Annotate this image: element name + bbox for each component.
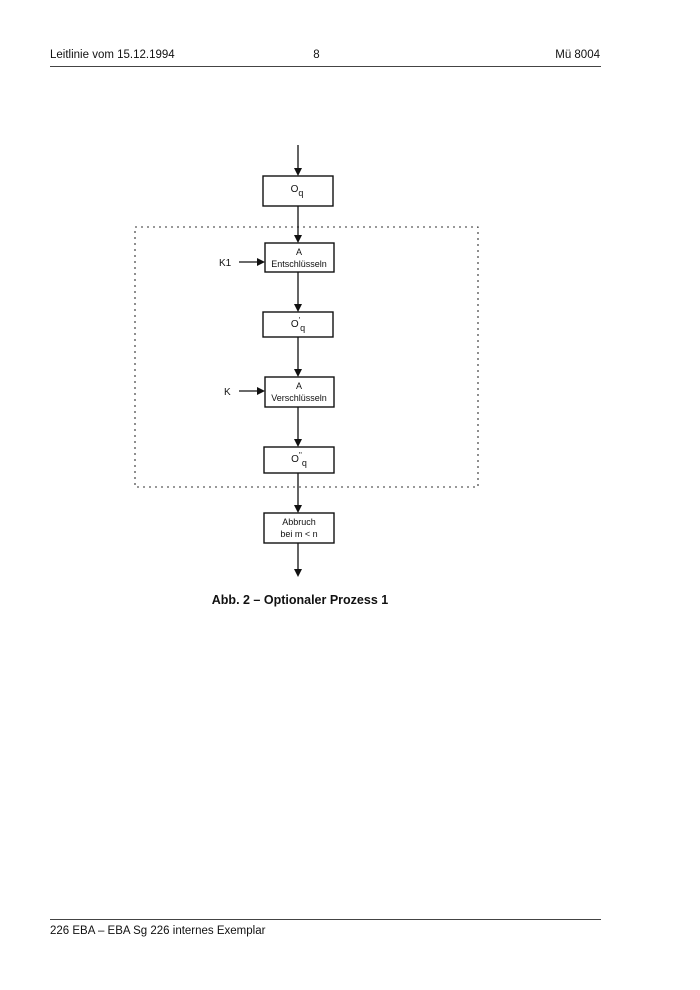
box-abort-line2: bei m < n <box>280 529 317 539</box>
box-decrypt <box>264 242 335 273</box>
box-oq-double-prime <box>263 446 335 474</box>
box-oq-prime <box>262 311 334 338</box>
entry-arrowhead <box>294 168 302 176</box>
input-arrowhead-k <box>257 387 265 395</box>
input-label-k: K <box>224 387 231 398</box>
exit-arrowhead <box>294 569 302 577</box>
box-abort <box>263 512 335 544</box>
header-right-text: Mü 8004 <box>555 49 600 61</box>
header-left-text: Leitlinie vom 15.12.1994 <box>50 49 175 61</box>
input-label-k1: K1 <box>219 258 232 269</box>
box-decrypt-line2: Entschlüsseln <box>271 259 327 269</box>
arrowhead-5-6 <box>294 505 302 513</box>
arrowhead-1-2 <box>294 235 302 243</box>
box-oq <box>262 175 334 207</box>
arrowhead-2-3 <box>294 304 302 312</box>
box-oq-main: Oq <box>291 184 304 198</box>
optional-process-frame <box>134 226 479 488</box>
box-oq-double-prime-main: O''q <box>291 451 307 468</box>
box-oq-prime-main: O'q <box>291 316 305 333</box>
arrowhead-3-4 <box>294 369 302 377</box>
box-encrypt-line2: Verschlüsseln <box>271 393 327 403</box>
footer-rule <box>50 919 601 920</box>
arrowhead-4-5 <box>294 439 302 447</box>
header-rule <box>50 66 601 67</box>
input-arrowhead-k1 <box>257 258 265 266</box>
footer-text: 226 EBA – EBA Sg 226 internes Exemplar <box>50 925 266 937</box>
box-encrypt-line1: A <box>296 381 302 391</box>
box-encrypt <box>264 376 335 408</box>
header-page-number: 8 <box>313 49 320 61</box>
box-abort-line1: Abbruch <box>282 517 316 527</box>
box-decrypt-line1: A <box>296 247 302 257</box>
figure-caption: Abb. 2 – Optionaler Prozess 1 <box>211 593 389 607</box>
